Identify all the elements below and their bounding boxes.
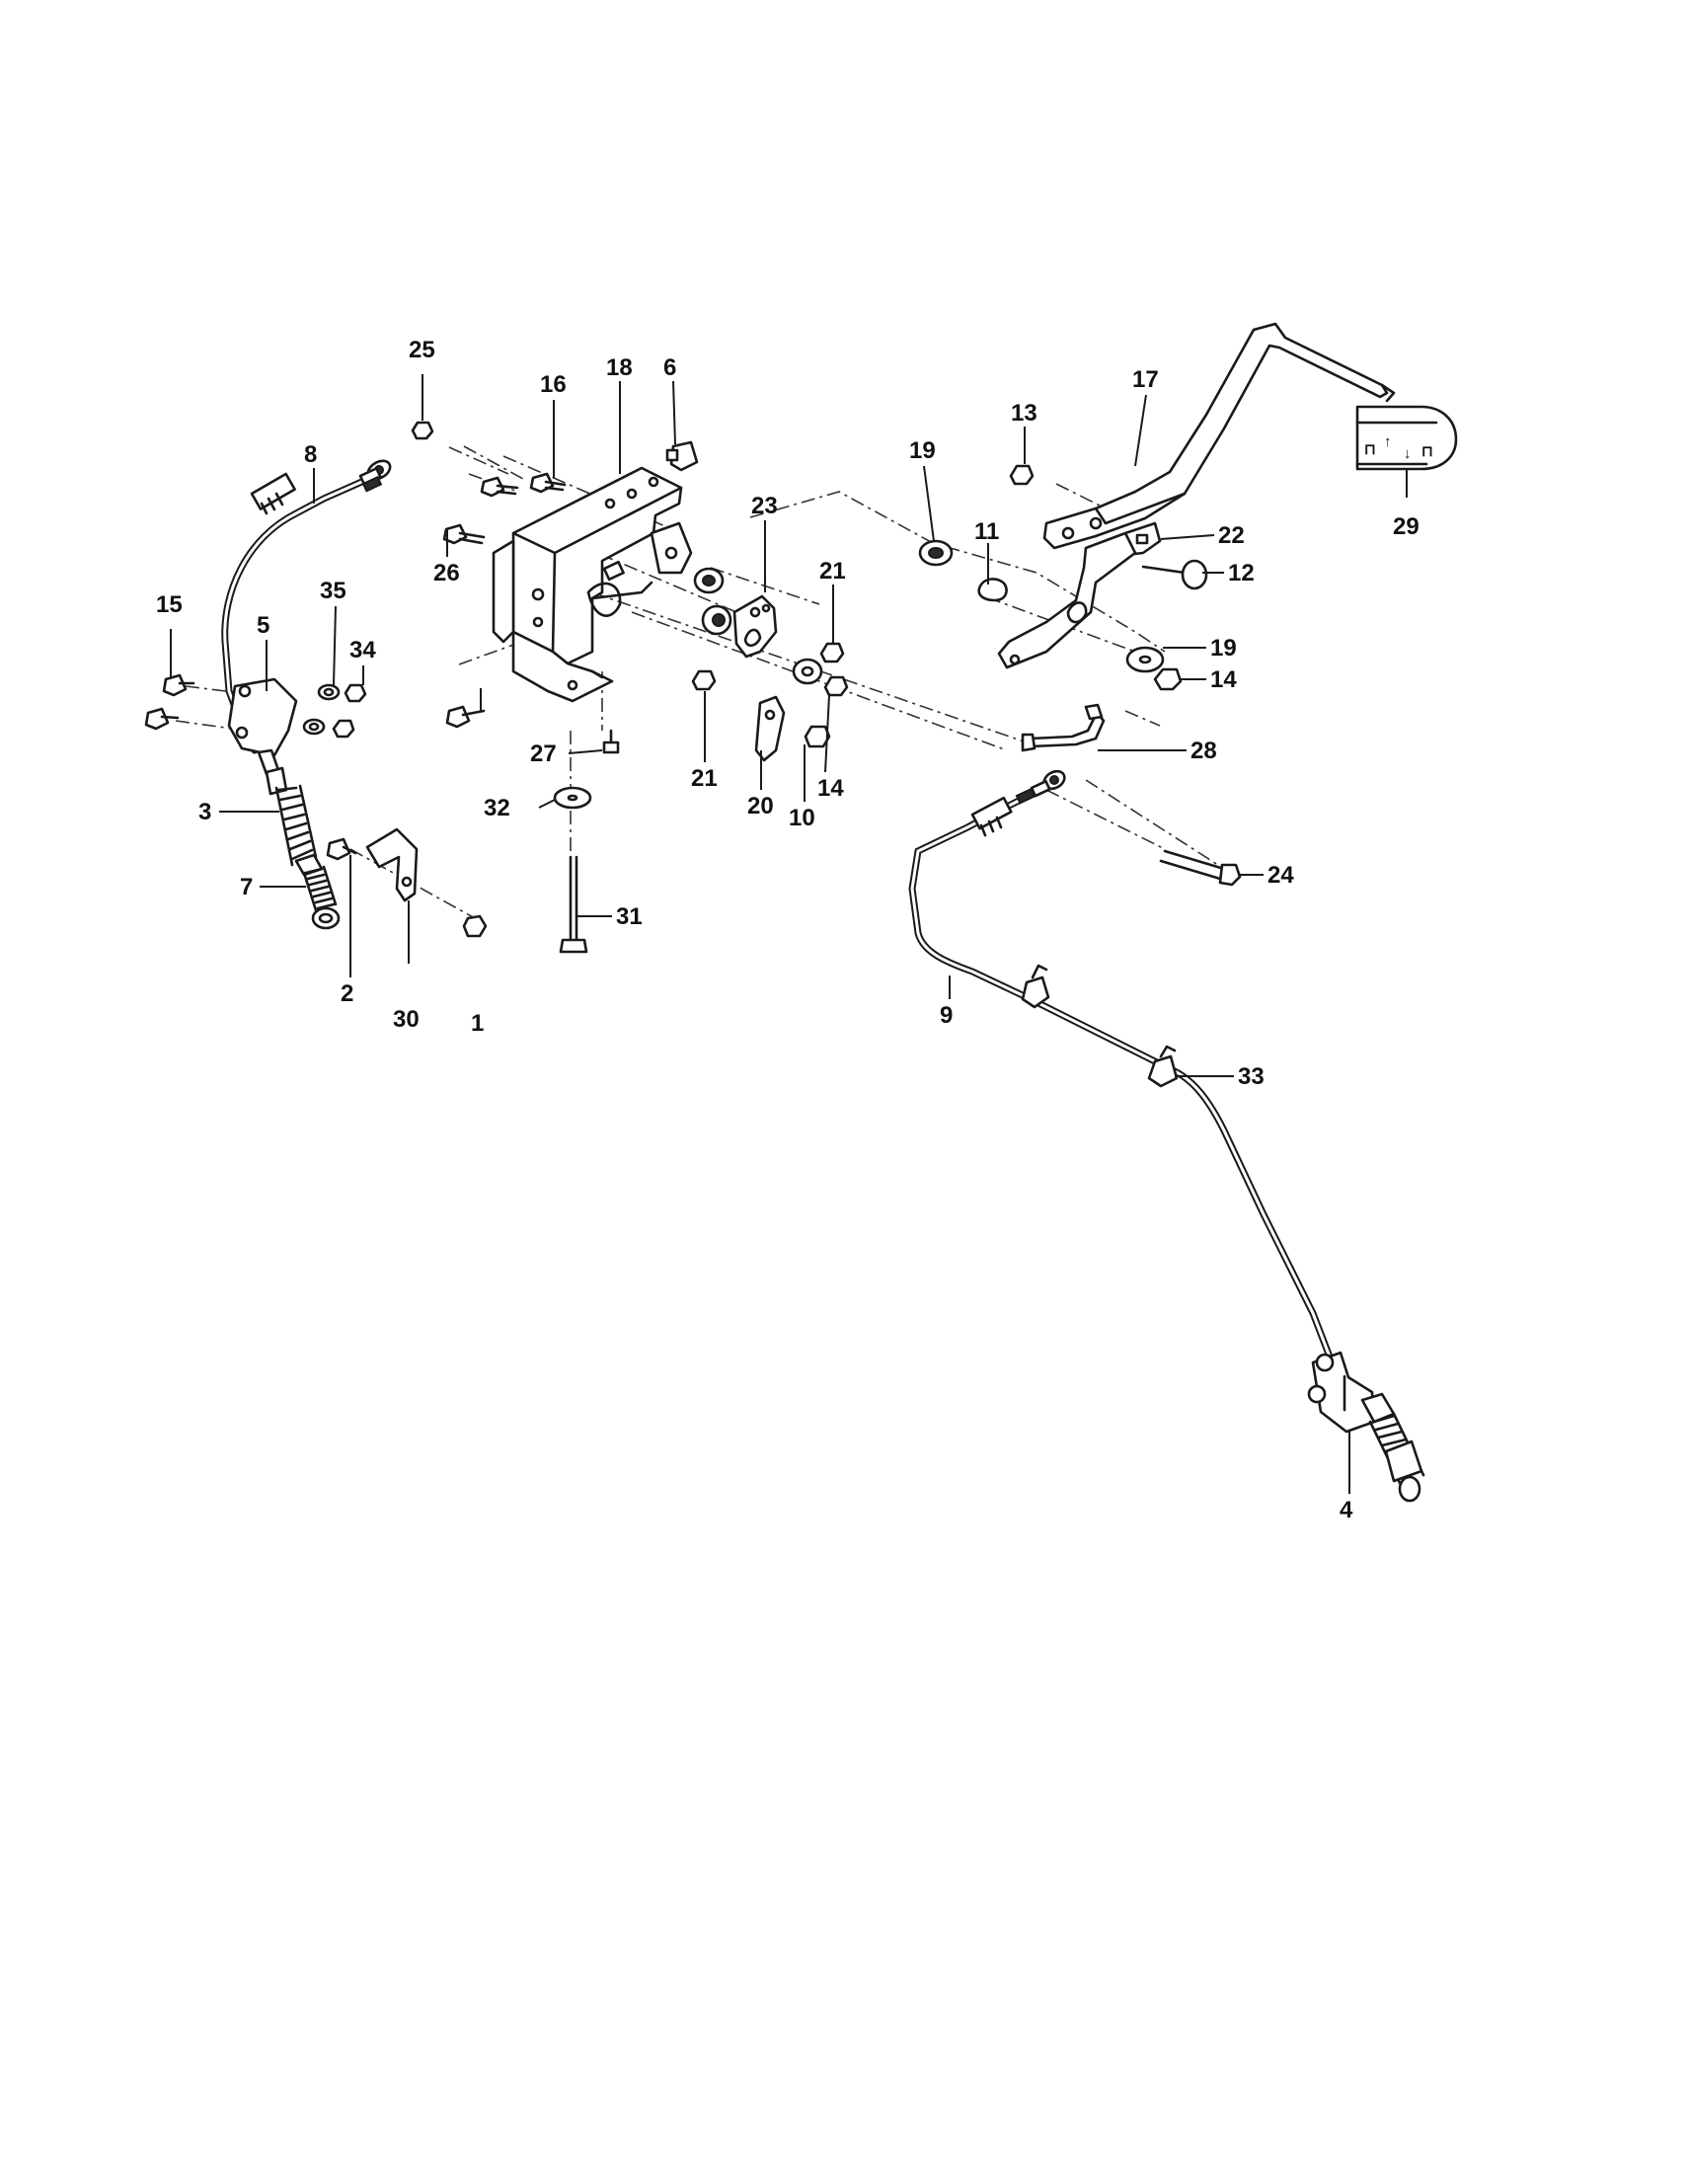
- decal-symbol-1: ⊓: [1364, 441, 1376, 458]
- callout-21b: 21: [691, 765, 718, 792]
- callout-6: 6: [663, 354, 676, 381]
- leader-lines: [170, 374, 1408, 1494]
- callout-3: 3: [198, 799, 211, 825]
- upper-bolts: [411, 421, 699, 729]
- callout-31: 31: [616, 903, 643, 930]
- callout-20: 20: [747, 793, 774, 819]
- callout-23: 23: [751, 493, 778, 519]
- callout-22: 22: [1218, 522, 1245, 549]
- lower-pin-set: [553, 729, 620, 954]
- callout-14a: 14: [817, 775, 844, 802]
- callout-7: 7: [240, 874, 253, 900]
- callout-19a: 19: [909, 437, 936, 464]
- main-bracket-18: [492, 466, 693, 703]
- bolt-24: [1159, 849, 1242, 887]
- callout-16: 16: [540, 371, 567, 398]
- callout-14b: 14: [1210, 666, 1237, 693]
- left-fasteners: [144, 673, 367, 739]
- assembly-lines: [175, 445, 1225, 924]
- callout-21a: 21: [819, 558, 846, 585]
- callout-17: 17: [1132, 366, 1159, 393]
- callout-26: 26: [433, 560, 460, 586]
- decal-symbol-2: ↑: [1384, 433, 1392, 450]
- callout-1: 1: [471, 1010, 484, 1037]
- left-cable-assembly: [221, 459, 392, 930]
- rod-28: [1021, 703, 1106, 752]
- callout-13: 13: [1011, 400, 1037, 427]
- callout-15: 15: [156, 591, 183, 618]
- callout-27: 27: [530, 741, 557, 767]
- callout-19b: 19: [1210, 635, 1237, 662]
- callout-9: 9: [940, 1002, 953, 1029]
- lever-22: [997, 521, 1162, 669]
- callout-28: 28: [1190, 738, 1217, 764]
- center-link-parts: [691, 567, 849, 762]
- bracket-30-assembly: [326, 827, 488, 938]
- callout-5: 5: [257, 612, 269, 639]
- decal-symbol-3: ↓: [1404, 445, 1412, 462]
- callout-35: 35: [320, 578, 346, 604]
- callout-10: 10: [789, 805, 815, 831]
- callout-18: 18: [606, 354, 633, 381]
- right-cable-assembly: [908, 769, 1425, 1503]
- lever-hardware: [918, 464, 1208, 691]
- callout-12: 12: [1228, 560, 1255, 586]
- lever-17: [1042, 322, 1396, 550]
- callout-34: 34: [349, 637, 376, 663]
- callout-32: 32: [484, 795, 510, 821]
- callout-8: 8: [304, 441, 317, 468]
- callout-33: 33: [1238, 1063, 1265, 1090]
- callout-2: 2: [341, 980, 353, 1007]
- callout-4: 4: [1340, 1497, 1353, 1523]
- callout-24: 24: [1267, 862, 1294, 889]
- decal-29: ⊓ ↑ ↓ ⊓: [1355, 405, 1458, 471]
- decal-symbol-4: ⊓: [1421, 443, 1433, 460]
- callout-labels: 1 2 3 4 5 6 7 8 9 10 11 12 13 14 14 15 1…: [156, 337, 1420, 1523]
- callout-25: 25: [409, 337, 435, 363]
- callout-29: 29: [1393, 513, 1420, 540]
- callout-11: 11: [974, 518, 999, 545]
- callout-30: 30: [393, 1006, 420, 1033]
